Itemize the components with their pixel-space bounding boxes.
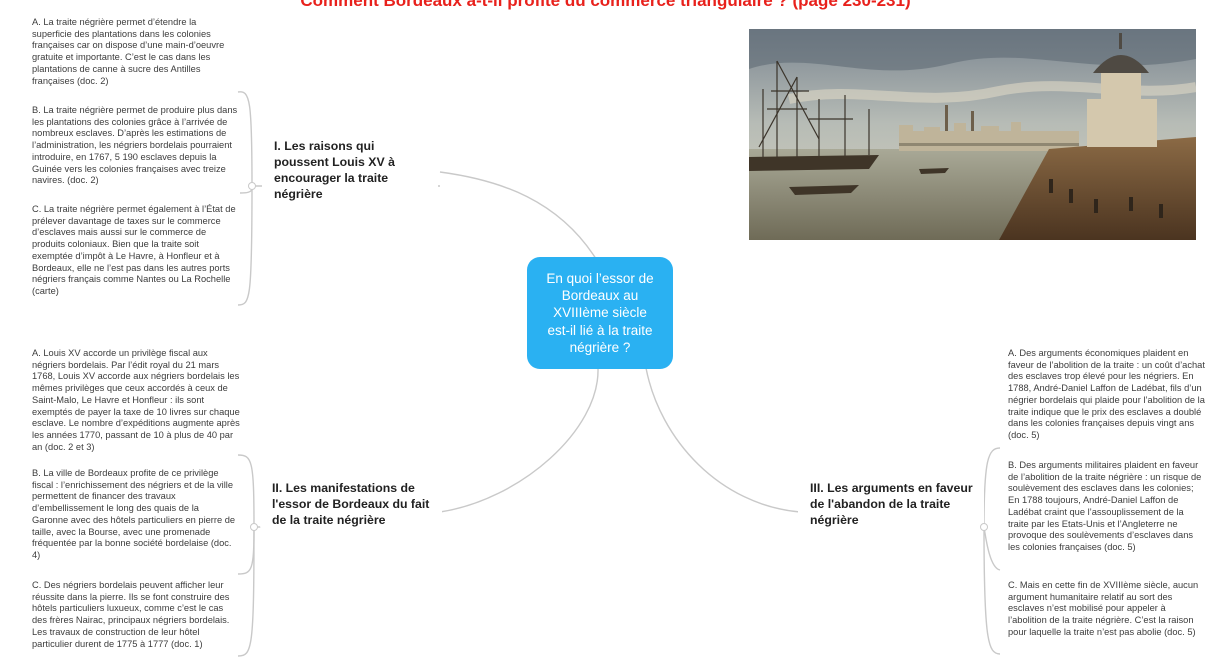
center-topic[interactable]: En quoi l’essor de Bordeaux au XVIIIème … <box>527 257 673 369</box>
branch-1-knot <box>248 182 256 190</box>
branch-2-title[interactable]: II. Les manifestations de l'essor de Bor… <box>260 472 442 536</box>
branch-3-item-c: C. Mais en cette fin de XVIIIème siècle,… <box>1008 580 1199 637</box>
branch-1-title[interactable]: I. Les raisons qui poussent Louis XV à e… <box>262 130 438 210</box>
connector-center-to-branch-2 <box>439 367 599 513</box>
connector-center-to-branch-3 <box>645 367 801 513</box>
connector-branch-3-to-item-b <box>983 526 1001 571</box>
connector-branch-2-to-item-b <box>237 526 255 575</box>
branch-1-item-b: B. La traite négrière permet de produire… <box>32 105 238 186</box>
branch-3-item-a: A. Des arguments économiques plaident en… <box>1008 348 1205 440</box>
branch-2-item-a: A. Louis XV accorde un privilège fiscal … <box>32 348 240 452</box>
connector-branch-3-to-item-c <box>983 526 1001 655</box>
connector-branch-2-to-item-c <box>237 526 255 657</box>
center-topic-text: En quoi l’essor de Bordeaux au XVIIIème … <box>546 270 654 355</box>
bordeaux-port-painting <box>749 29 1196 240</box>
branch-3-title[interactable]: III. Les arguments en faveur de l'abando… <box>798 472 984 536</box>
branch-2-knot <box>250 523 258 531</box>
branch-3-knot <box>980 523 988 531</box>
connector-branch-1-to-item-a <box>237 91 253 187</box>
branch-2-item-b: B. La ville de Bordeaux profite de ce pr… <box>32 468 236 560</box>
connector-branch-2-to-item-a <box>237 454 255 528</box>
connector-center-to-branch-1 <box>439 171 599 263</box>
connector-branch-3-to-item-a <box>983 447 1001 528</box>
branch-2-item-c: C. Des négriers bordelais peuvent affich… <box>32 580 230 649</box>
branch-1-item-c: C. La traite négrière permet également à… <box>32 204 236 296</box>
painting-image <box>749 29 1196 240</box>
connector-branch-1-to-item-c <box>237 185 253 306</box>
branch-3-item-b: B. Des arguments militaires plaident en … <box>1008 460 1202 552</box>
page-title: Comment Bordeaux a-t-il profité du comme… <box>300 0 911 10</box>
branch-1-item-a: A. La traite négrière permet d’étendre l… <box>32 17 225 86</box>
